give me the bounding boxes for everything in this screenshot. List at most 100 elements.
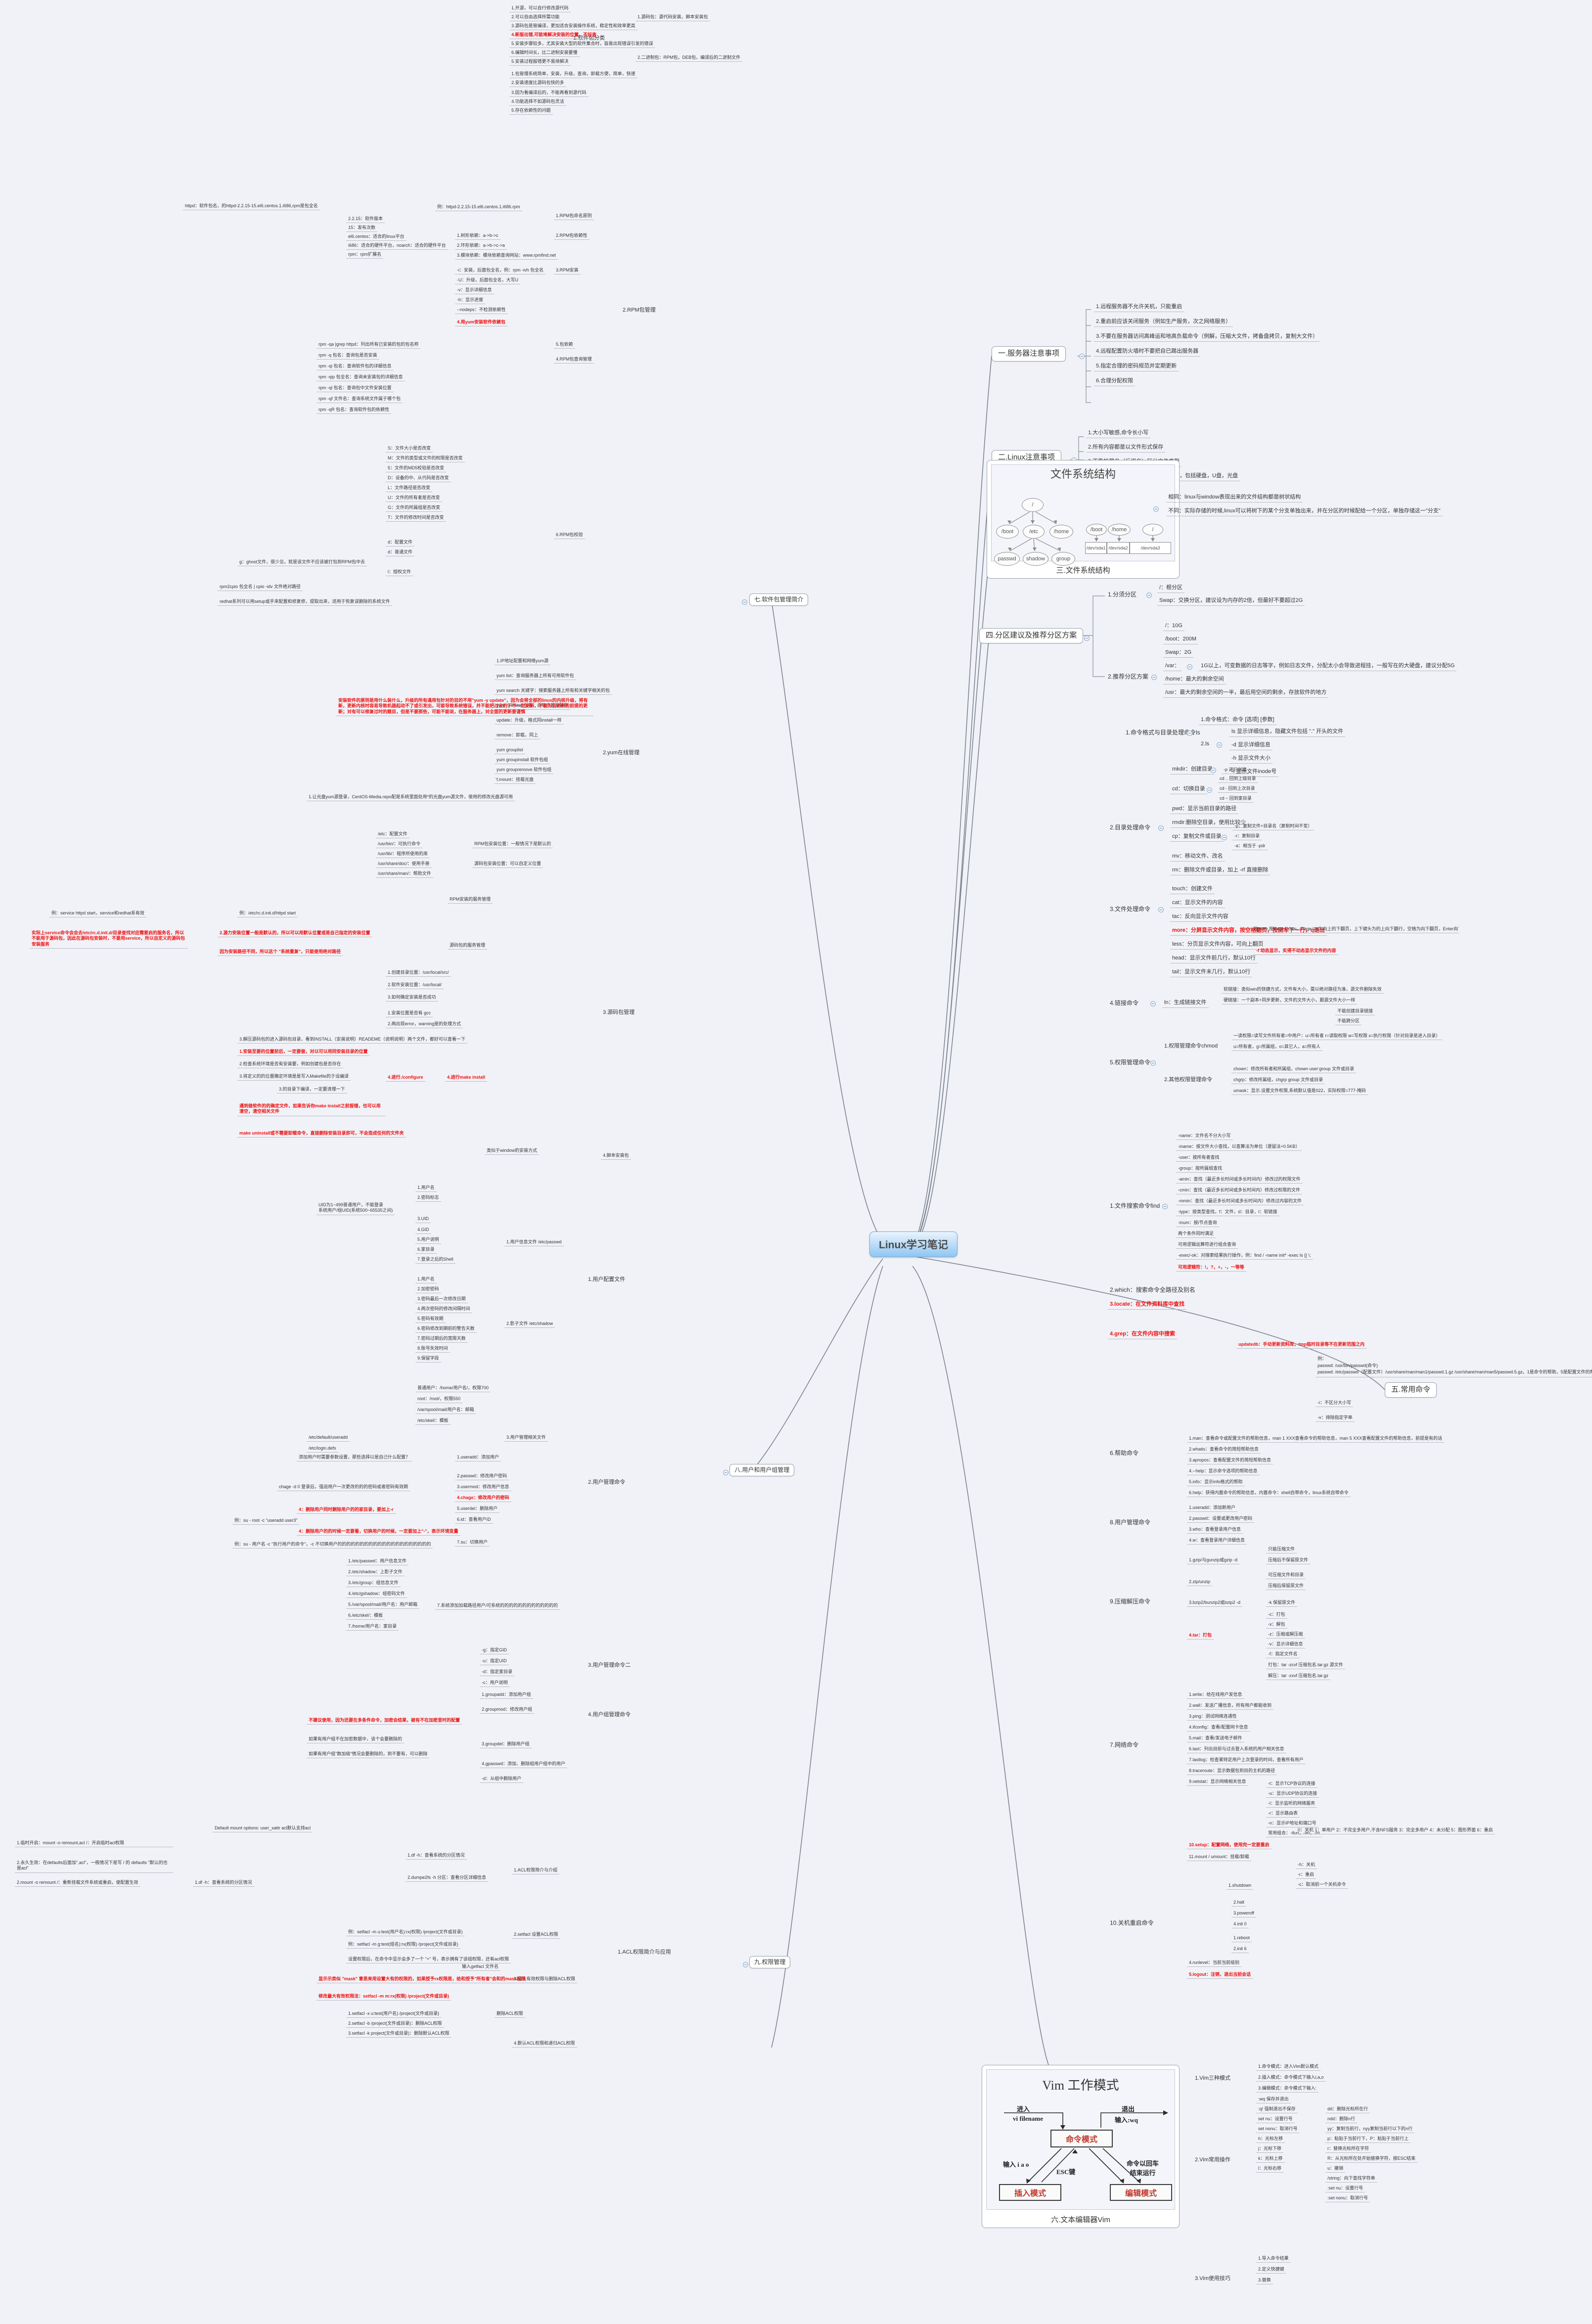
- list-item: 2.可以自由选择所需功能: [509, 14, 562, 22]
- collapse-toggle-linkcmd[interactable]: [1150, 1001, 1156, 1006]
- fs-node-group: group: [1051, 552, 1075, 566]
- group-cmd-format[interactable]: 1.命令格式与目录处理命令ls: [1126, 729, 1200, 736]
- branch-server-notes[interactable]: 一.服务器注意事项: [992, 346, 1066, 362]
- group-file-commands[interactable]: 3.文件处理命令: [1110, 906, 1151, 912]
- list-item[interactable]: 1.权限管理命令chmod: [1164, 1043, 1218, 1049]
- collapse-toggle-b3[interactable]: [1153, 506, 1159, 512]
- list-item: /etc/skel/：模板: [415, 1417, 451, 1425]
- list-item[interactable]: 2.ls: [1201, 741, 1210, 747]
- group-dir-commands[interactable]: 2.目录处理命令: [1110, 824, 1151, 831]
- list-item: 例：setfacl -m g:test(组名):rx(权限) /project(…: [346, 1941, 460, 1949]
- list-item: -k 保留原文件: [1266, 1599, 1297, 1607]
- branch-partition[interactable]: 四.分区建议及推荐分区方案: [979, 628, 1084, 643]
- collapse-toggle-required[interactable]: [1146, 592, 1152, 598]
- collapse-toggle-recommended[interactable]: [1151, 675, 1157, 680]
- group-script-pkg[interactable]: 4.脚本安装包: [601, 1152, 631, 1160]
- userdel-note: 4：删除用户同时删除用户的的家目录，要加上-r: [297, 1506, 396, 1514]
- group-compress-commands[interactable]: 9.压缩解压命令: [1110, 1598, 1151, 1605]
- runlevel-note: 0：关机 1：单用户 2：不完全多用户,不含NFS服务 3：完全多用户 4：未分…: [1296, 1827, 1495, 1835]
- list-item: -v：排除指定字串: [1316, 1414, 1355, 1422]
- collapse-toggle-cmdfmt[interactable]: [1187, 730, 1192, 736]
- group-source-pkg[interactable]: 3.源码包管理: [603, 1009, 635, 1015]
- group-user-config[interactable]: 1.用户配置文件: [588, 1276, 626, 1282]
- group-vim-modes[interactable]: 1.Vim三种模式: [1195, 2075, 1230, 2081]
- branch-permission-management[interactable]: 九.权限管理: [749, 1956, 791, 1968]
- collapse-toggle-cd[interactable]: [1207, 787, 1212, 793]
- branch-package-management[interactable]: 七.软件包管理简介: [749, 593, 809, 606]
- list-item: -f：指定文件名: [1266, 1651, 1300, 1659]
- group-find[interactable]: 1.文件搜索命令find: [1110, 1202, 1160, 1209]
- collapse-toggle-dircmd[interactable]: [1158, 825, 1164, 831]
- group-user-commands[interactable]: 8.用户管理命令: [1110, 1519, 1151, 1526]
- branch-common-commands[interactable]: 五.常用命令: [1385, 1382, 1437, 1398]
- list-item: 8.账号失效时间: [415, 1345, 450, 1353]
- collapse-toggle-b4[interactable]: [1084, 636, 1090, 641]
- collapse-toggle-b7[interactable]: [742, 599, 747, 605]
- group-user-cmds2[interactable]: 3.用户管理命令二: [588, 1662, 631, 1668]
- group-pkg-class[interactable]: 1.软件包分类: [573, 35, 605, 41]
- collapse-toggle-var[interactable]: [1187, 664, 1192, 670]
- list-item: 2.重启前应该关闭服务（例如生产服务，次之网络服务）: [1094, 318, 1233, 327]
- group-label-recommended-part[interactable]: 2.推荐分区方案: [1108, 673, 1149, 680]
- collapse-toggle-mkdir[interactable]: [1211, 768, 1216, 773]
- list-item: 4.w：查看登录用户详细信息: [1187, 1537, 1247, 1545]
- list-item: 1.useradd：添加用户: [455, 1454, 501, 1462]
- group-note-3: 如果有用户组"数加级"情况会要删除的，到不要有，可以删除: [307, 1751, 430, 1759]
- list-item: 1.用户名: [415, 1185, 437, 1192]
- list-item-highlight: 5.logout：注销，退出当前会话: [1187, 1971, 1253, 1979]
- list-item: rpm：rpm扩展名: [346, 251, 383, 259]
- list-item: /usr/share/doc/：使用手册: [376, 861, 432, 868]
- group-shutdown-commands[interactable]: 10.关机重启命令: [1110, 1919, 1154, 1926]
- group-which[interactable]: 2.which：搜索命令全路径及别名: [1110, 1286, 1195, 1293]
- collapse-toggle-permcmd[interactable]: [1150, 1060, 1156, 1066]
- list-item: 1.包管理系统简单，安装，升级，查询，卸载方便，简单，快速: [509, 71, 637, 79]
- list-item: 5.指定合理的密码规范并定期更新: [1094, 363, 1179, 371]
- collapse-toggle-find[interactable]: [1162, 1204, 1168, 1209]
- group-help-commands[interactable]: 6.帮助命令: [1110, 1450, 1139, 1457]
- group-grep[interactable]: 4.grep：在文件内容中搜索: [1108, 1330, 1178, 1339]
- group-network-commands[interactable]: 7.网络命令: [1110, 1741, 1139, 1748]
- su-example: 例：su - root -c "useradd user3": [232, 1517, 300, 1525]
- group-acl[interactable]: 1.ACL权限简介与应用: [618, 1949, 671, 1955]
- list-item: 普通用户：/home/用户名/，权限700: [415, 1385, 491, 1393]
- list-item: 11.mount / umount：挂载/卸载: [1187, 1854, 1251, 1862]
- collapse-toggle-ls[interactable]: [1217, 742, 1222, 748]
- list-item: 1.IP地址配置和网络yum源: [495, 658, 551, 666]
- list-item: 3.编辑模式：命令模式下输入:: [1256, 2085, 1319, 2093]
- list-item[interactable]: 2.其他权限管理命令: [1164, 1077, 1213, 1083]
- rpm2cpio: rpm2cpio 包全名 | cpio -idv 文件绝对路径: [218, 584, 303, 592]
- list-item: el6.centos：适合的linux平台: [346, 233, 407, 241]
- group-link-commands[interactable]: 4.链接命令: [1110, 1000, 1139, 1006]
- group-label-required-part[interactable]: 1.分须分区: [1108, 591, 1137, 598]
- list-item: cat：显示文件的内容: [1170, 899, 1225, 908]
- fs-tree-edges: [1007, 511, 1155, 551]
- list-item: 源码包的服务管理: [448, 942, 488, 950]
- collapse-toggle-b8[interactable]: [723, 1470, 728, 1475]
- group-user-cmds[interactable]: 2.用户管理命令: [588, 1479, 626, 1485]
- collapse-toggle-cp[interactable]: [1222, 835, 1227, 840]
- list-item: 硬链接：一个副本+同步更新，文件的文件大小，跟源文件大小一样: [1222, 997, 1358, 1005]
- group-locate[interactable]: 3.locate：在文件资料库中查找: [1108, 1301, 1186, 1310]
- list-item: -p：复制文件+目录名（复制时间不变）: [1232, 823, 1315, 831]
- su-note-2: 例：su - 用户名 -c "执行用户的命令"，-c 不切换用户的的的的的的的的…: [232, 1541, 433, 1549]
- root-node[interactable]: Linux学习笔记: [869, 1231, 957, 1257]
- branch-user-management[interactable]: 八.用户和用户组管理: [729, 1464, 795, 1476]
- group-perm-commands[interactable]: 5.权限管理命令: [1110, 1059, 1151, 1066]
- list-item: 2.密码标志: [415, 1194, 441, 1202]
- group-yum[interactable]: 2.yum在线管理: [603, 750, 639, 756]
- collapse-toggle-filecmd[interactable]: [1158, 907, 1164, 912]
- list-item: 1.reboot: [1231, 1935, 1252, 1943]
- group-vim-tips[interactable]: 3.Vim使用技巧: [1195, 2276, 1230, 2281]
- group-group-cmds[interactable]: 4.用户组管理命令: [588, 1712, 631, 1718]
- list-item: root：/root/，权限550: [415, 1396, 463, 1404]
- group-rpm[interactable]: 2.RPM包管理: [623, 307, 656, 313]
- list-item: 3.usermod：修改用户信息: [455, 1484, 511, 1492]
- collapse-toggle-b1[interactable]: [1079, 354, 1085, 359]
- list-item: -h：关机: [1296, 1862, 1318, 1869]
- list-item: yy：复制当前行，nyy复制当前行以下的n行: [1325, 2126, 1415, 2134]
- list-item: 3.UID: [415, 1216, 431, 1224]
- group-vim-ops[interactable]: 2.Vim常用操作: [1195, 2157, 1230, 2163]
- fs-node-passwd: passwd: [994, 552, 1020, 566]
- vim-exit-label: 退出: [1122, 2105, 1135, 2113]
- collapse-toggle-b9[interactable]: [743, 1962, 748, 1967]
